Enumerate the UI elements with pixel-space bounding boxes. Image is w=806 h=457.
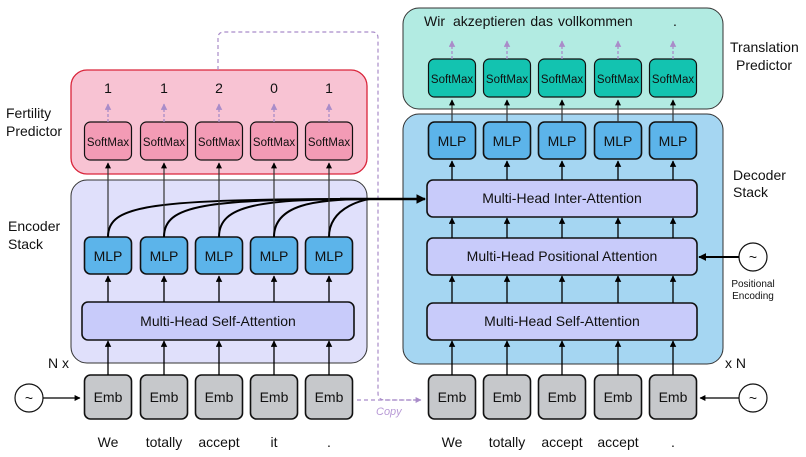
fertility-predictor-label: Fertility xyxy=(6,105,51,121)
svg-text:~: ~ xyxy=(749,390,757,406)
decoder-input-token: We xyxy=(442,434,463,450)
svg-text:~: ~ xyxy=(749,249,757,265)
encoder-stack-label: Encoder xyxy=(8,218,60,234)
fertility-softmax-label: SoftMax xyxy=(308,137,350,149)
encoder-mlp-label: MLP xyxy=(315,248,344,264)
fertility-value: 2 xyxy=(215,80,223,96)
decoder-emb-label: Emb xyxy=(659,389,688,405)
encoder-input-token: We xyxy=(98,434,119,450)
decoder-emb-label: Emb xyxy=(493,389,522,405)
decoder-mlp-label: MLP xyxy=(493,133,522,149)
fertility-value: 0 xyxy=(270,80,278,96)
encoder-emb-label: Emb xyxy=(150,389,179,405)
decoder-mlp-label: MLP xyxy=(548,133,577,149)
encoder-mlp-label: MLP xyxy=(260,248,289,264)
encoder-self-attention xyxy=(81,301,355,341)
decoder-inter-attention-label: Multi-Head Inter-Attention xyxy=(482,190,642,206)
encoder-input-token: . xyxy=(327,434,331,450)
decoder-emb-label: Emb xyxy=(548,389,577,405)
encoder-input-token: it xyxy=(271,434,278,450)
decoder-emb-label: Emb xyxy=(604,389,633,405)
encoder-positional-encoding: ~ xyxy=(14,383,81,413)
positional-encoding-label: Positional xyxy=(731,279,774,290)
decoder-stack-label-2: Stack xyxy=(733,184,769,200)
encoder-self-attention-label: Multi-Head Self-Attention xyxy=(140,313,296,329)
decoder-repeat-label: x N xyxy=(725,355,746,371)
encoder-mlp-label: MLP xyxy=(205,248,234,264)
copy-dashed-path xyxy=(217,31,422,403)
translation-softmax-label: SoftMax xyxy=(652,74,694,86)
decoder-emb-label: Emb xyxy=(438,389,467,405)
fertility-value: 1 xyxy=(104,80,112,96)
encoder-output-curve xyxy=(328,198,371,238)
translation-output-word: . xyxy=(673,13,677,29)
decoder-input-positional-encoding: ~ xyxy=(699,383,768,413)
decoder-positional-encoding: ~ xyxy=(698,242,768,272)
translation-predictor-label-2: Predictor xyxy=(736,57,792,73)
fertility-predictor-label-2: Predictor xyxy=(6,123,62,139)
decoder-mlp-label: MLP xyxy=(659,133,688,149)
encoder-repeat-label: N x xyxy=(48,355,69,371)
encoder-emb-label: Emb xyxy=(260,389,289,405)
fertility-softmax-label: SoftMax xyxy=(87,137,129,149)
translation-softmax-label: SoftMax xyxy=(486,74,528,86)
encoder-input-token: accept xyxy=(198,434,239,450)
decoder-positional-attention-label: Multi-Head Positional Attention xyxy=(467,248,658,264)
fertility-softmax-label: SoftMax xyxy=(253,137,295,149)
encoder-emb-label: Emb xyxy=(94,389,123,405)
encoder-emb-label: Emb xyxy=(315,389,344,405)
fertility-value: 1 xyxy=(160,80,168,96)
translation-softmax-label: SoftMax xyxy=(431,74,473,86)
fertility-softmax-label: SoftMax xyxy=(143,137,185,149)
encoder-mlp-label: MLP xyxy=(94,248,123,264)
encoder-output-curve xyxy=(273,198,371,238)
positional-encoding-label-2: Encoding xyxy=(732,291,774,302)
translation-softmax-label: SoftMax xyxy=(541,74,583,86)
decoder-input-token: . xyxy=(671,434,675,450)
encoder-stack-label-2: Stack xyxy=(8,236,44,252)
decoder-input-token: accept xyxy=(541,434,582,450)
translation-output-word: vollkommen xyxy=(558,13,633,29)
translation-output-word: das xyxy=(530,13,553,29)
fertility-value: 1 xyxy=(325,80,333,96)
encoder-mlp-label: MLP xyxy=(150,248,179,264)
decoder-stack-label: Decoder xyxy=(733,167,786,183)
translation-predictor-label: Translation xyxy=(730,39,799,55)
encoder-output-curve xyxy=(218,198,371,238)
decoder-mlp-label: MLP xyxy=(604,133,633,149)
decoder-mlp-label: MLP xyxy=(438,133,467,149)
encoder-emb-label: Emb xyxy=(205,389,234,405)
translation-softmax-label: SoftMax xyxy=(597,74,639,86)
encoder-input-token: totally xyxy=(146,434,183,450)
fertility-softmax-label: SoftMax xyxy=(198,137,240,149)
svg-text:~: ~ xyxy=(25,390,33,406)
decoder-self-attention-label: Multi-Head Self-Attention xyxy=(484,313,640,329)
decoder-input-token: accept xyxy=(597,434,638,450)
copy-label: Copy xyxy=(376,406,403,418)
translation-output-word: akzeptieren xyxy=(453,13,525,29)
translation-output-word: Wir xyxy=(424,13,445,29)
decoder-input-token: totally xyxy=(489,434,526,450)
